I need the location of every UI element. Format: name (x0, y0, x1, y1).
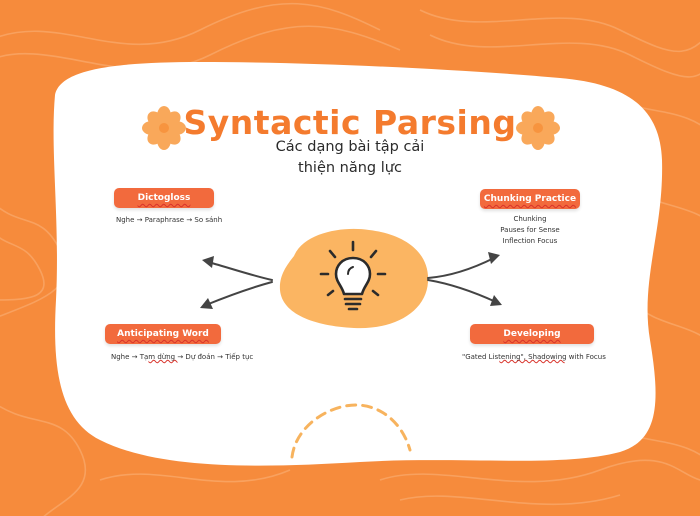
arrow-to-anticipating (205, 281, 273, 306)
arrowhead-chunking (488, 252, 500, 264)
page-subtitle: Các dạng bài tập cải thiện năng lực (250, 137, 450, 179)
flower-icon-right (516, 106, 560, 150)
arrow-to-automaticity (427, 279, 497, 303)
node-automaticity-description: "Gated Listening", Shadowing with Focus (462, 353, 606, 361)
node-dictogloss-description: Nghe → Paraphrase → So sánh (116, 216, 223, 224)
arrow-to-chunking (427, 257, 495, 279)
node-chunking-practice: Chunking Practice (480, 189, 580, 209)
node-anticipating-word-order: Anticipating Word Order (105, 324, 221, 359)
page-title: Syntactic Parsing (183, 103, 517, 142)
arrowhead-dictogloss (202, 256, 214, 268)
arrowhead-anticipating (200, 298, 213, 309)
node-anticipating-description: Nghe → Tạm dừng → Dự đoán → Tiếp tục (111, 353, 254, 361)
flower-icon-left (142, 106, 186, 150)
arrow-to-dictogloss (207, 261, 273, 281)
arrowhead-automaticity (490, 295, 502, 306)
node-dictogloss: Dictogloss (114, 188, 214, 208)
node-developing-automaticity: Developing Automaticity (470, 324, 594, 359)
lightbulb-icon (319, 240, 387, 311)
subtitle-line-2: thiện năng lực (298, 160, 402, 176)
node-chunking-description: Chunking Pauses for Sense Inflection Foc… (500, 215, 560, 245)
decorative-dashed-arc (290, 403, 412, 459)
subtitle-line-1: Các dạng bài tập cải (275, 139, 425, 155)
